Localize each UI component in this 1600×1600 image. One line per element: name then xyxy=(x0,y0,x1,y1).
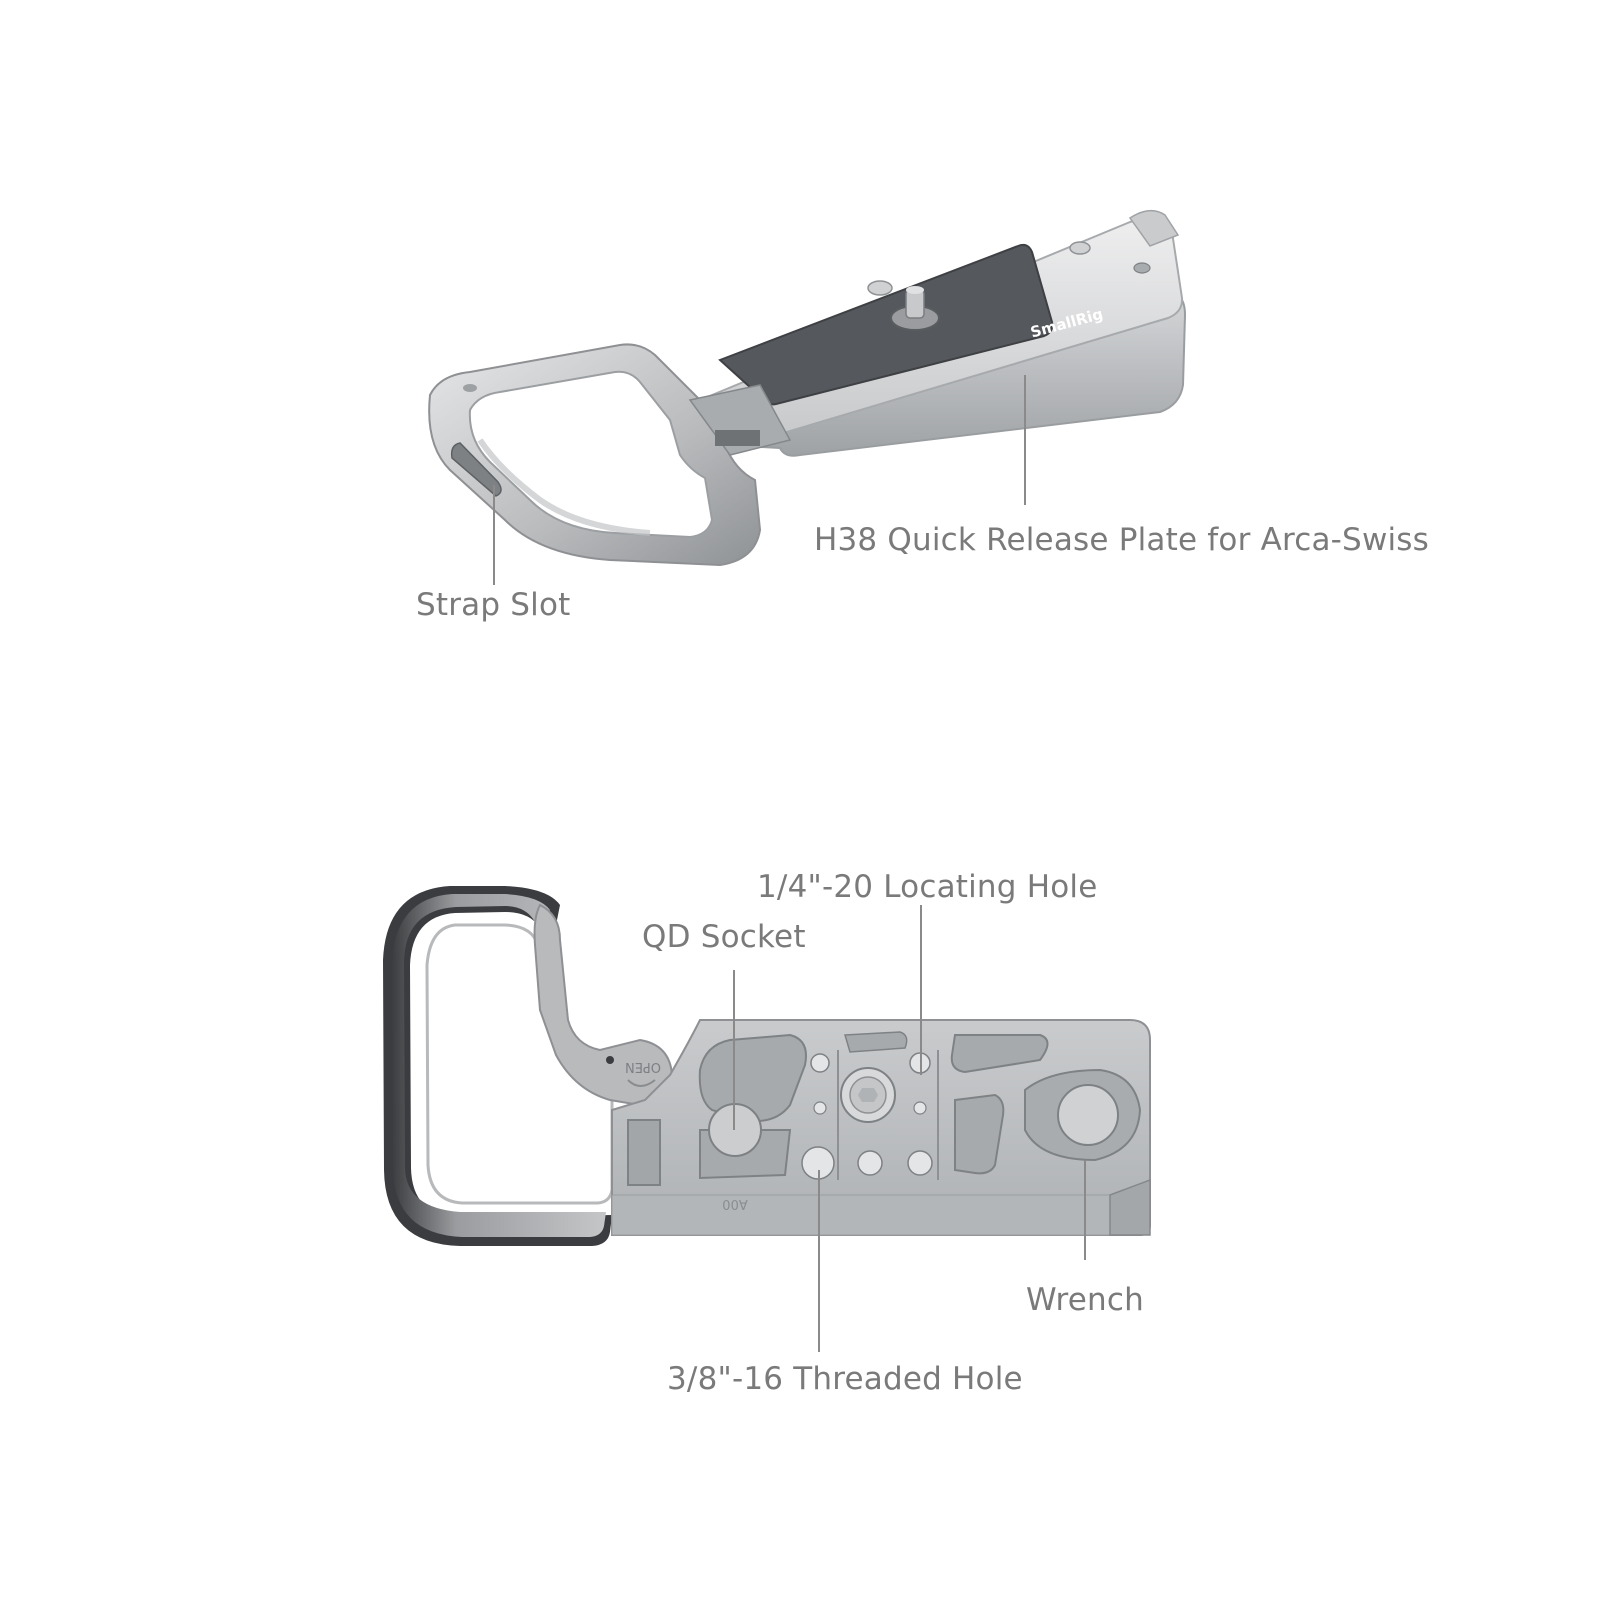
bottom-view-grip: OPEN A00 xyxy=(383,886,1151,1246)
quick-release-plate-label: H38 Quick Release Plate for Arca-Swiss xyxy=(814,522,1430,558)
qd-socket-leader xyxy=(733,970,735,1130)
locating-hole-leader xyxy=(920,905,922,1075)
lever-engraving: OPEN xyxy=(625,1059,661,1074)
quick-release-plate-leader xyxy=(1024,375,1026,505)
strap-slot-leader xyxy=(493,485,495,585)
qd-socket-label: QD Socket xyxy=(642,919,806,955)
wrench-leader xyxy=(1084,1160,1086,1260)
locating-hole-label: 1/4"-20 Locating Hole xyxy=(757,869,1098,905)
top-view-grip: SmallRig xyxy=(428,209,1187,567)
threaded-hole-label: 3/8"-16 Threaded Hole xyxy=(667,1361,1023,1397)
wrench-label: Wrench xyxy=(1026,1282,1144,1318)
model-engraving: A00 xyxy=(722,1196,747,1211)
threaded-hole-leader xyxy=(818,1170,820,1352)
strap-slot-label: Strap Slot xyxy=(416,587,571,623)
